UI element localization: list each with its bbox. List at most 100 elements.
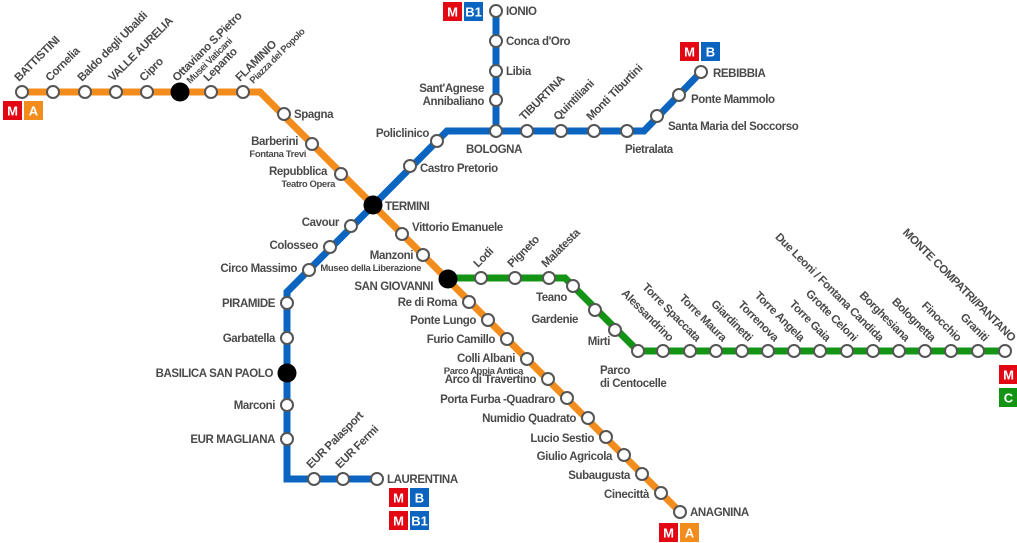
station-numidio-quadrato[interactable] <box>581 411 595 425</box>
interchange-station-basilica-san-paolo[interactable] <box>277 363 297 383</box>
metro-logo-text: M <box>393 514 404 529</box>
station-label-numidio-quadrato: Numidio Quadrato <box>482 413 577 425</box>
station-conca-d-oro[interactable] <box>489 34 503 48</box>
station-due-leoni-fontana-candida[interactable] <box>866 344 880 358</box>
station-torre-gaia[interactable] <box>813 344 827 358</box>
station-label-cipro: Cipro <box>138 56 167 85</box>
station-repubblica[interactable] <box>334 167 348 181</box>
station-label-porta-furba-quadraro: Porta Furba -Quadraro <box>440 394 556 406</box>
station-monti-tiburtini[interactable] <box>587 124 601 138</box>
station-spagna[interactable] <box>277 107 291 121</box>
station-furio-camillo[interactable] <box>500 332 514 346</box>
station-name: Lodi <box>472 245 497 270</box>
station-colosseo[interactable] <box>323 240 337 254</box>
station-name: LAURENTINA <box>387 474 458 486</box>
station-graniti[interactable] <box>971 344 985 358</box>
station-torrenova[interactable] <box>761 344 775 358</box>
station-malatesta[interactable] <box>542 271 556 285</box>
station-garbatella[interactable] <box>280 331 294 345</box>
interchange-station-termini[interactable] <box>363 195 383 215</box>
interchange-station-san-giovanni[interactable] <box>438 269 458 289</box>
station-subtitle: Teatro Opera <box>281 179 336 190</box>
station-cinecitta[interactable] <box>654 486 668 500</box>
station-ionio[interactable] <box>489 4 503 18</box>
station-monte-compatri-pantano[interactable] <box>998 344 1012 358</box>
station-label-giulio-agricola: Giulio Agricola <box>537 451 614 463</box>
station-anagnina[interactable] <box>673 505 687 519</box>
station-label-eur-magliana: EUR MAGLIANA <box>190 434 275 446</box>
station-subaugusta[interactable] <box>635 467 649 481</box>
station-valle-aurelia[interactable] <box>109 85 123 99</box>
station-santa-maria-del-soccorso[interactable] <box>650 109 664 123</box>
station-cavour[interactable] <box>344 219 358 233</box>
station-borghesiana[interactable] <box>892 344 906 358</box>
station-name: Mirti <box>588 336 610 348</box>
station-mirti[interactable] <box>608 323 622 337</box>
interchange-station-ottaviano-s-pietro[interactable] <box>170 82 190 102</box>
station-eur-palasport[interactable] <box>307 472 321 486</box>
station-eur-fermi[interactable] <box>336 472 350 486</box>
station-torre-angela[interactable] <box>787 344 801 358</box>
station-eur-magliana[interactable] <box>280 432 294 446</box>
station-grotte-celoni[interactable] <box>840 344 854 358</box>
station-name: Castro Pretorio <box>420 163 498 175</box>
station-label-marconi: Marconi <box>234 400 276 412</box>
metro-logo-icon <box>659 523 678 542</box>
station-quintiliani[interactable] <box>554 124 568 138</box>
station-label-spagna: Spagna <box>294 109 335 121</box>
station-barberini[interactable] <box>305 137 319 151</box>
station-arco-di-travertino[interactable] <box>541 372 555 386</box>
station-alessandrino[interactable] <box>656 344 670 358</box>
station-laurentina[interactable] <box>370 472 384 486</box>
station-lepanto[interactable] <box>204 85 218 99</box>
station-name: Spagna <box>294 109 334 121</box>
station-pietralata[interactable] <box>620 124 634 138</box>
station-ponte-mammolo[interactable] <box>672 88 686 102</box>
station-label-malatesta: Malatesta <box>540 226 584 270</box>
station-porta-furba-quadraro[interactable] <box>560 391 574 405</box>
station-battistini[interactable] <box>15 85 29 99</box>
station-name-line2: di Centocelle <box>600 378 666 390</box>
station-piramide[interactable] <box>280 296 294 310</box>
station-baldo-degli-ubaldi[interactable] <box>78 85 92 99</box>
station-rebibbia[interactable] <box>694 65 708 79</box>
station-marconi[interactable] <box>280 398 294 412</box>
station-lodi[interactable] <box>474 271 488 285</box>
line-letter-box <box>410 511 429 530</box>
station-circo-massimo[interactable] <box>302 263 316 277</box>
station-torre-spaccata[interactable] <box>683 344 697 358</box>
station-manzoni[interactable] <box>416 248 430 262</box>
station-giulio-agricola[interactable] <box>617 448 631 462</box>
station-tiburtina[interactable] <box>520 124 534 138</box>
station-name: Subaugusta <box>568 470 631 482</box>
station-libia[interactable] <box>489 64 503 78</box>
station-policlinico[interactable] <box>430 134 444 148</box>
station-label-lucio-sestio: Lucio Sestio <box>530 433 594 445</box>
station-cipro[interactable] <box>140 85 154 99</box>
station-colli-albani[interactable] <box>520 352 534 366</box>
station-bolognetta[interactable] <box>918 344 932 358</box>
station-bologna[interactable] <box>489 124 503 138</box>
station-label-laurentina: LAURENTINA <box>387 474 458 486</box>
station-re-di-roma[interactable] <box>462 295 476 309</box>
station-vittorio-emanuele[interactable] <box>395 227 409 241</box>
station-parco[interactable] <box>631 344 645 358</box>
line-letter-box <box>701 42 720 61</box>
station-sant-agnese[interactable] <box>489 93 503 107</box>
station-lucio-sestio[interactable] <box>599 430 613 444</box>
station-label-garbatella: Garbatella <box>223 333 277 345</box>
station-pigneto[interactable] <box>508 271 522 285</box>
station-castro-pretorio[interactable] <box>403 159 417 173</box>
station-flaminio[interactable] <box>236 85 250 99</box>
station-label-anagnina: ANAGNINA <box>690 507 749 519</box>
station-ponte-lungo[interactable] <box>481 313 495 327</box>
station-teano[interactable] <box>566 279 580 293</box>
station-giardinetti[interactable] <box>735 344 749 358</box>
station-torre-maura[interactable] <box>709 344 723 358</box>
station-gardenie[interactable] <box>588 303 602 317</box>
station-cornelia[interactable] <box>46 85 60 99</box>
station-finocchio[interactable] <box>944 344 958 358</box>
